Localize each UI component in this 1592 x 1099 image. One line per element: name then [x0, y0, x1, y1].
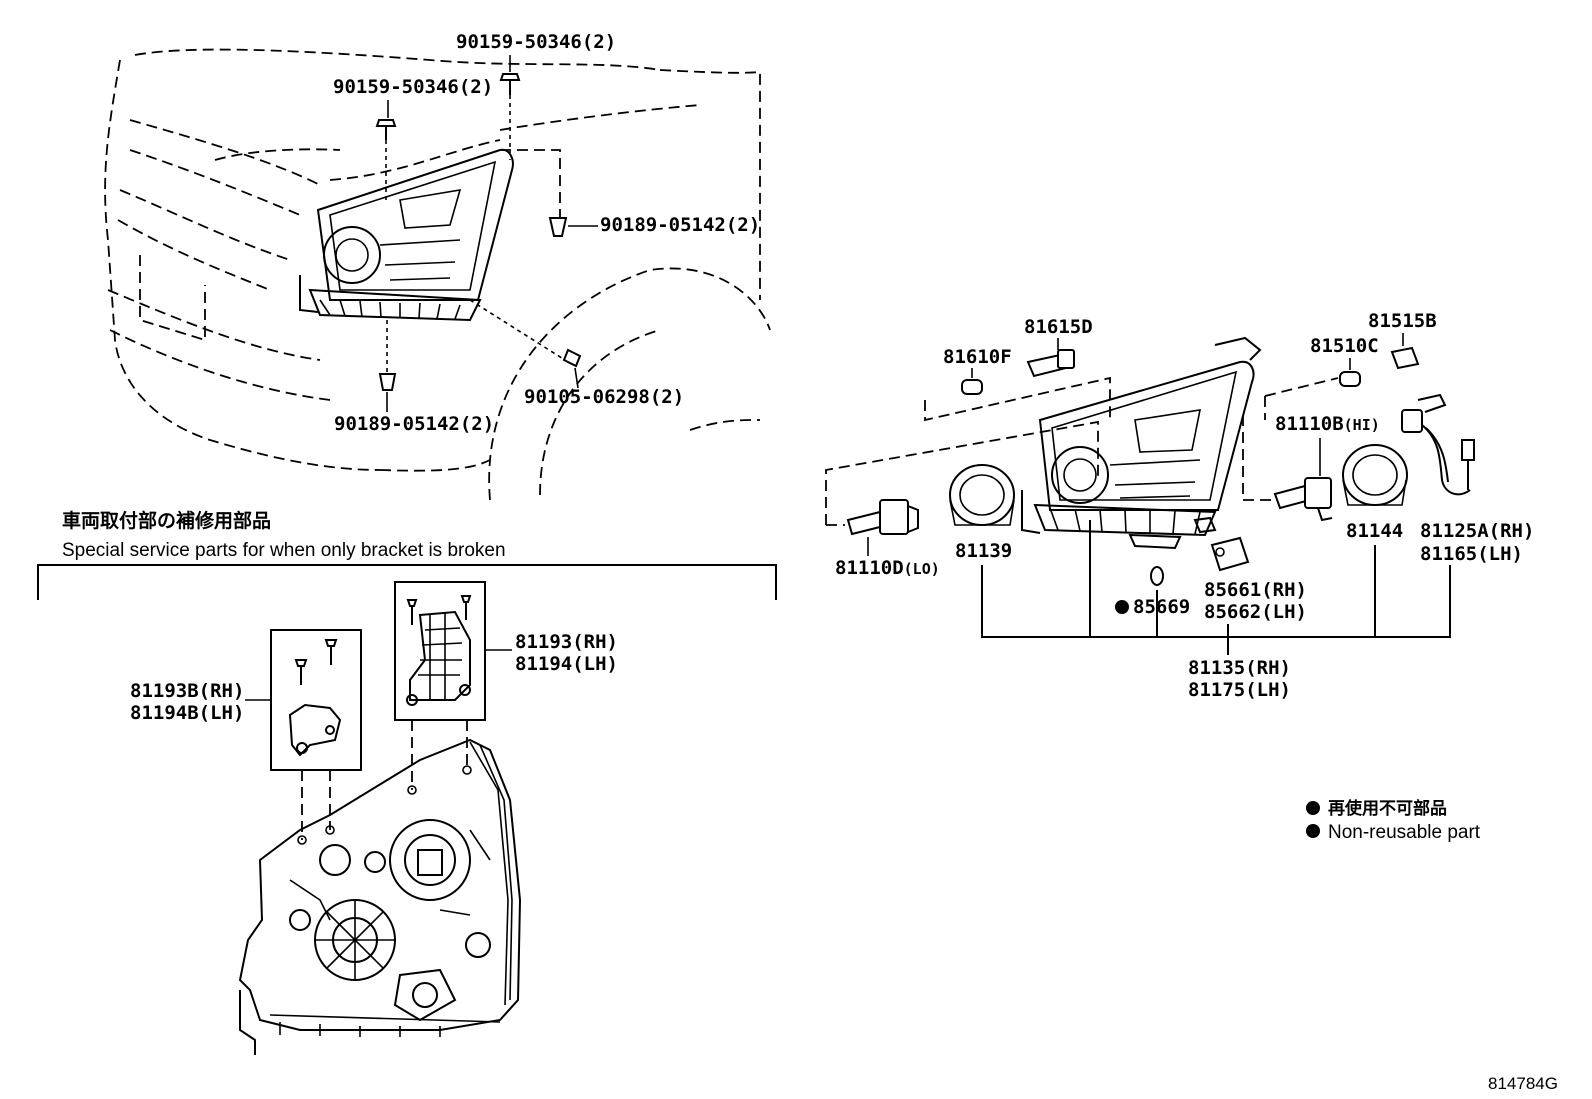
figure-code: 814784G — [1488, 1074, 1558, 1093]
label-81510C: 81510C — [1310, 335, 1379, 357]
label-bracket-upper-lh: 81194(LH) — [515, 653, 618, 675]
special-service-title-en: Special service parts for when only brac… — [62, 540, 506, 561]
label-81110D: 81110D(LO) — [835, 557, 940, 579]
non-reusable-mark-85669 — [1115, 600, 1129, 614]
cap-81144-icon — [1342, 444, 1408, 506]
label-81135: 81135(RH) — [1188, 657, 1291, 679]
bolt-top-icon — [499, 73, 521, 160]
label-bracket-lower-rh: 81193B(RH) — [130, 680, 244, 702]
label-bolt-top: 90159-50346(2) — [456, 31, 616, 53]
socket-81615D-icon — [1026, 349, 1075, 378]
label-81110B-code: 81110B — [1275, 413, 1344, 435]
legend-non-reusable-ja: 再使用不可部品 — [1328, 798, 1447, 819]
oring-85669-icon — [1150, 566, 1164, 586]
legend-non-reusable-en: Non-reusable part — [1328, 822, 1481, 843]
cap-81139-icon — [949, 464, 1015, 526]
bolt-left-icon — [375, 119, 397, 200]
label-81610F: 81610F — [943, 346, 1012, 368]
label-bolt-left: 90159-50346(2) — [333, 76, 493, 98]
label-85662: 85662(LH) — [1204, 601, 1307, 623]
headlamp-rear-view — [238, 738, 522, 1055]
label-clip-bottom: 90189-05142(2) — [334, 413, 494, 435]
label-81615D: 81615D — [1024, 316, 1093, 338]
clip-right-icon — [548, 217, 568, 237]
screw-fender-icon — [469, 299, 582, 368]
label-85669: 85669 — [1133, 596, 1190, 618]
label-81175: 81175(LH) — [1188, 679, 1291, 701]
label-81110B: 81110B(HI) — [1275, 413, 1380, 435]
label-81110B-suffix: (HI) — [1344, 416, 1380, 434]
label-81110D-code: 81110D — [835, 557, 904, 579]
bracket-lower-box — [270, 629, 362, 771]
label-clip-right: 90189-05142(2) — [600, 214, 760, 236]
special-service-section: 車両取付部の補修用部品 Special service parts for wh… — [37, 509, 777, 1055]
vehicle-headlamp — [299, 148, 514, 322]
bulb-81510C-icon — [1339, 371, 1361, 387]
label-81144: 81144 — [1346, 520, 1403, 542]
clip-bottom-icon — [378, 320, 397, 391]
bulb-81610F-icon — [961, 379, 983, 395]
legend-dot-en — [1306, 824, 1320, 838]
wire-harness-81125A-icon — [1401, 393, 1475, 496]
label-bracket-lower-lh: 81194B(LH) — [130, 702, 244, 724]
label-81165: 81165(LH) — [1420, 543, 1523, 565]
legend-dot-ja — [1306, 801, 1320, 815]
special-service-title-ja: 車両取付部の補修用部品 — [62, 509, 271, 532]
headlamp-assembly-exploded: 81610F 81615D 81515B 81510C — [825, 310, 1534, 701]
label-81110D-suffix: (LO) — [904, 560, 940, 578]
label-screw-fender: 90105-06298(2) — [524, 386, 684, 408]
legend: 再使用不可部品 Non-reusable part — [1306, 798, 1481, 843]
label-81139: 81139 — [955, 540, 1012, 562]
igniter-85661-icon — [1210, 536, 1250, 572]
bulb-81110D-lo-icon — [846, 499, 919, 536]
headlamp-housing — [1021, 336, 1262, 550]
bracket-upper-box — [394, 581, 486, 721]
label-81515B: 81515B — [1368, 310, 1437, 332]
vehicle-front-illustration: 90159-50346(2) 90159-50346(2) 90189-0514… — [104, 31, 771, 501]
label-81125A: 81125A(RH) — [1420, 520, 1534, 542]
bulb-81110B-hi-icon — [1273, 477, 1333, 522]
label-bracket-upper-rh: 81193(RH) — [515, 631, 618, 653]
socket-81515B-icon — [1390, 346, 1420, 370]
label-85661: 85661(RH) — [1204, 579, 1307, 601]
